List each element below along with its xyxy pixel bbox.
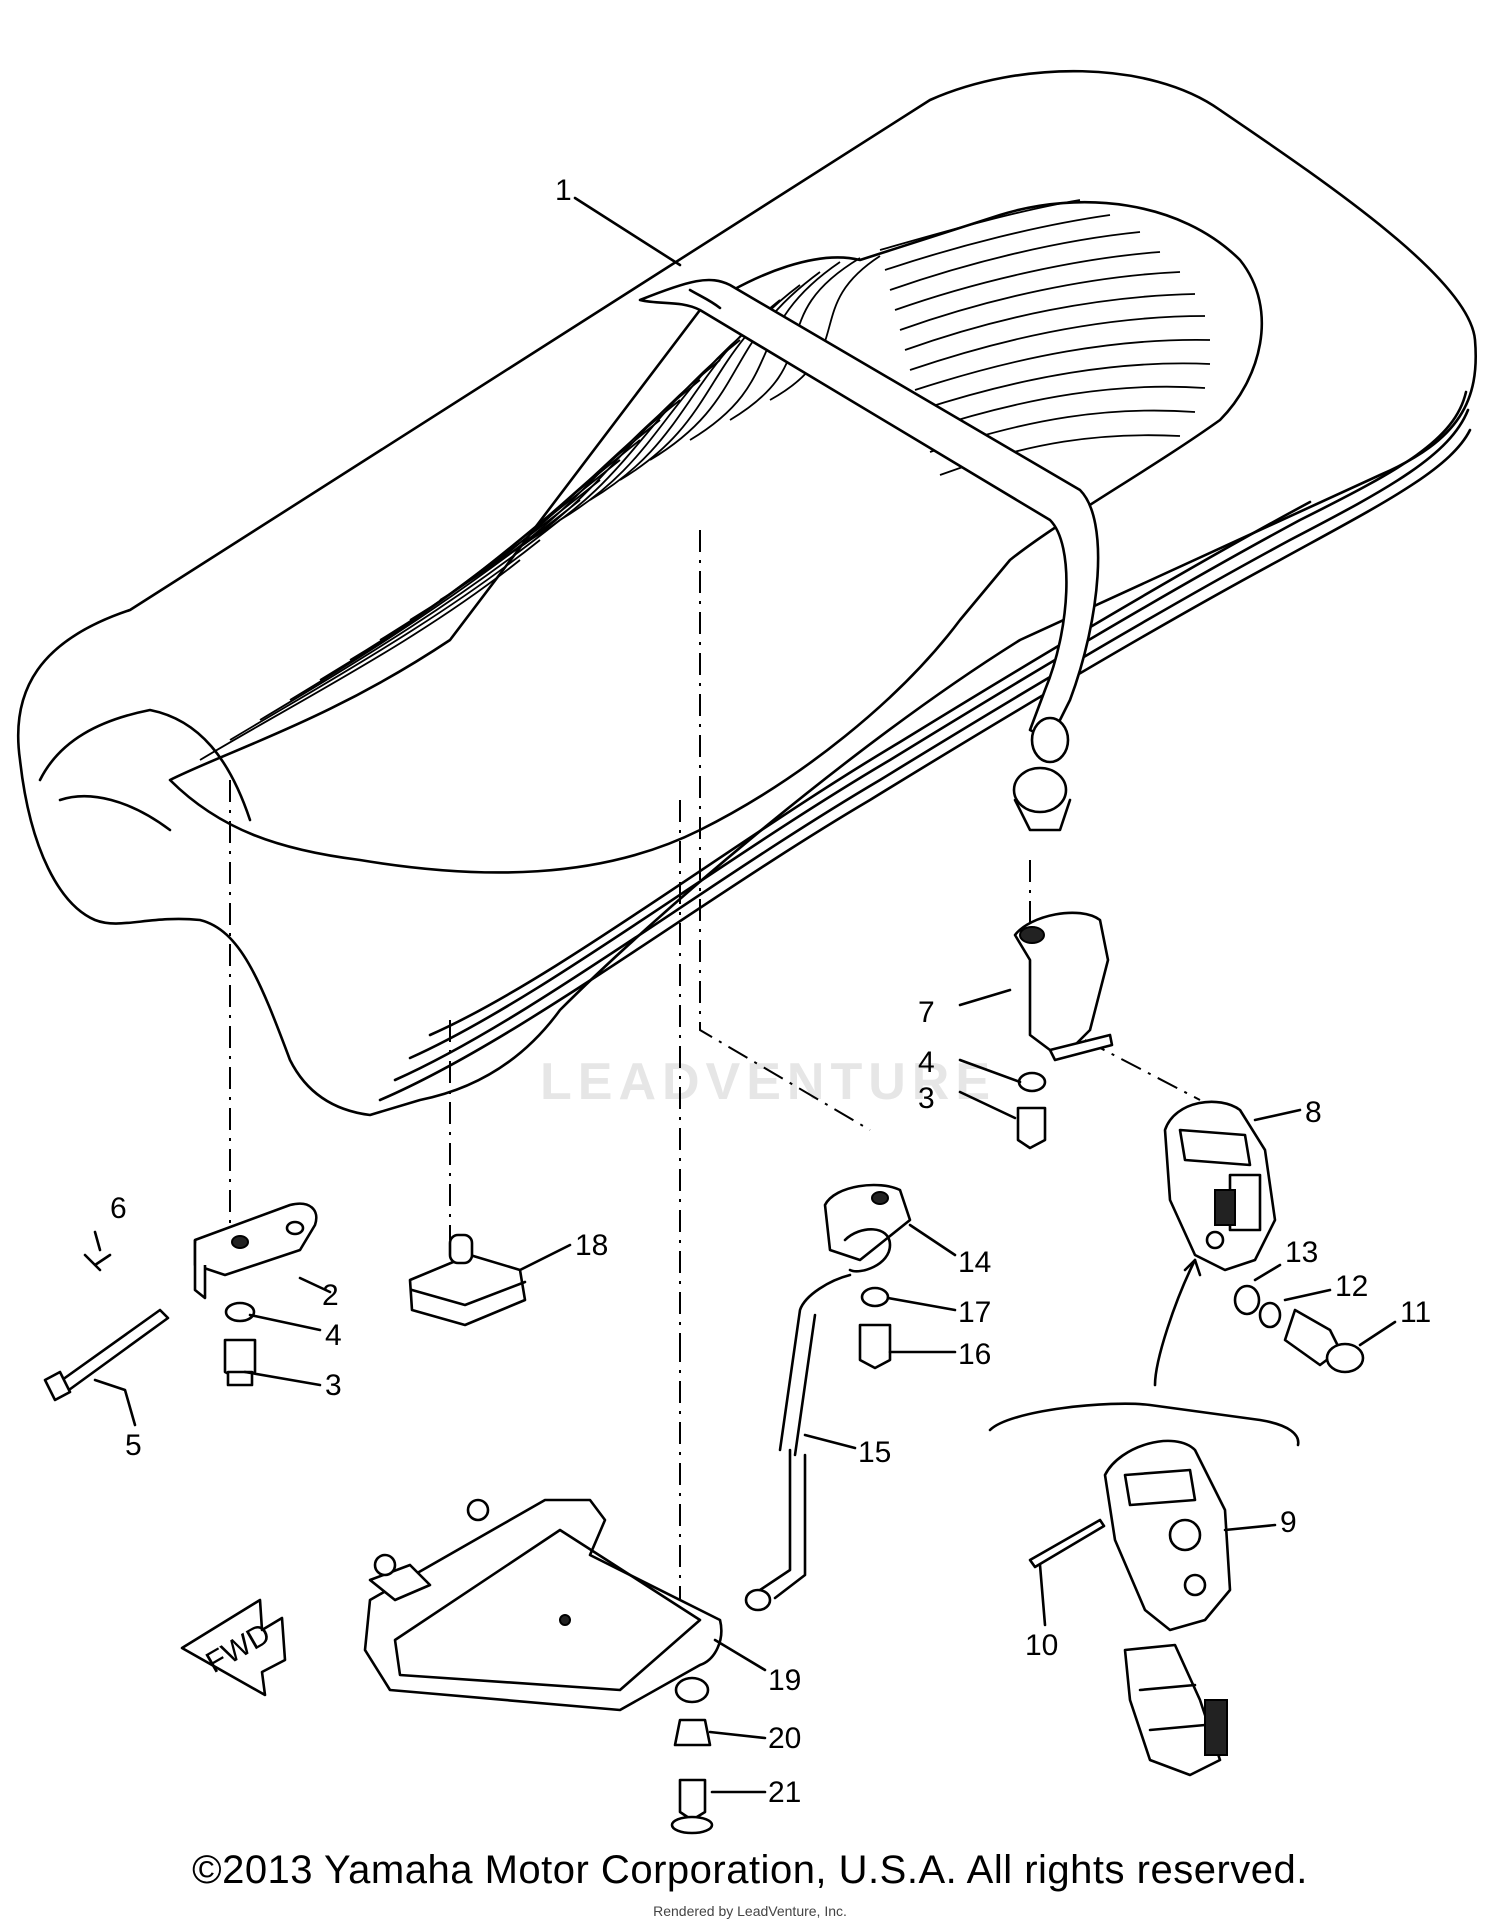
callout-9: 9 <box>1280 1506 1297 1539</box>
forward-arrow: FWD <box>180 1598 287 1697</box>
callout-3-right: 3 <box>918 1082 935 1115</box>
callout-19: 19 <box>768 1664 801 1697</box>
callout-1: 1 <box>555 174 572 207</box>
callout-2: 2 <box>322 1279 339 1312</box>
copyright-notice: ©2013 Yamaha Motor Corporation, U.S.A. A… <box>192 1848 1308 1892</box>
callout-21: 21 <box>768 1776 801 1809</box>
callout-labels: 1 2 3 4 5 6 7 4 3 8 13 12 11 9 10 14 17 … <box>110 174 1431 1809</box>
callout-4-left: 4 <box>325 1319 342 1352</box>
callout-20: 20 <box>768 1722 801 1755</box>
hinge-bracket-group <box>1013 911 1114 1150</box>
callout-18: 18 <box>575 1229 608 1262</box>
callout-5: 5 <box>125 1429 142 1462</box>
callout-12: 12 <box>1335 1270 1368 1303</box>
rendered-by-notice: Rendered by LeadVenture, Inc. <box>653 1903 847 1919</box>
callout-14: 14 <box>958 1246 991 1279</box>
callout-3-left: 3 <box>325 1369 342 1402</box>
damper-group <box>408 1233 527 1327</box>
callout-4-right: 4 <box>918 1046 935 1079</box>
callout-17: 17 <box>958 1296 991 1329</box>
callout-10: 10 <box>1025 1629 1058 1662</box>
watermark: LEADVENTURE <box>540 1053 997 1111</box>
tray-group <box>363 1498 723 1835</box>
seat-assembly <box>16 69 1477 1117</box>
callout-13: 13 <box>1285 1236 1318 1269</box>
leader-lines <box>93 196 1397 1794</box>
rear-bracket-group <box>744 1183 912 1612</box>
callout-8: 8 <box>1305 1096 1322 1129</box>
callout-11: 11 <box>1400 1296 1431 1329</box>
callout-16: 16 <box>958 1338 991 1371</box>
callout-6: 6 <box>110 1192 127 1225</box>
seat-lock-group <box>988 1100 1365 1447</box>
front-bracket-group <box>43 1202 318 1402</box>
lock-housing-group <box>1028 1439 1232 1777</box>
callout-15: 15 <box>858 1436 891 1469</box>
callout-7: 7 <box>918 996 935 1029</box>
assembly-lines <box>229 530 1201 1640</box>
